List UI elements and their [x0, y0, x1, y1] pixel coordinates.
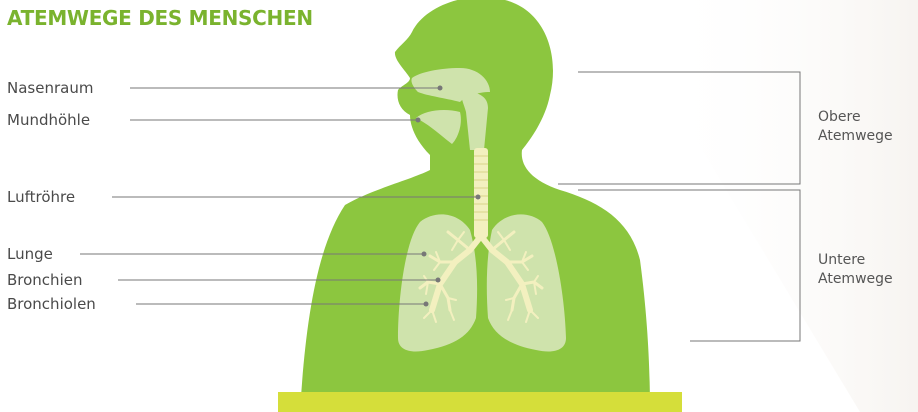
label-bronchiolen: Bronchiolen — [7, 295, 96, 313]
label-bronchien: Bronchien — [7, 271, 82, 289]
group-label-upper: Obere Atemwege — [818, 108, 893, 146]
group-label-lower-line2: Atemwege — [818, 270, 893, 289]
pedestal-bar — [278, 392, 682, 412]
label-lunge: Lunge — [7, 245, 53, 263]
upper-airways-bracket — [558, 72, 800, 184]
group-label-lower: Untere Atemwege — [818, 251, 893, 289]
group-label-upper-line2: Atemwege — [818, 127, 893, 146]
label-mundhoehle: Mundhöhle — [7, 111, 90, 129]
label-luftroehre: Luftröhre — [7, 188, 75, 206]
trachea — [474, 148, 488, 238]
group-label-upper-line1: Obere — [818, 108, 893, 127]
group-label-lower-line1: Untere — [818, 251, 893, 270]
label-nasenraum: Nasenraum — [7, 79, 93, 97]
